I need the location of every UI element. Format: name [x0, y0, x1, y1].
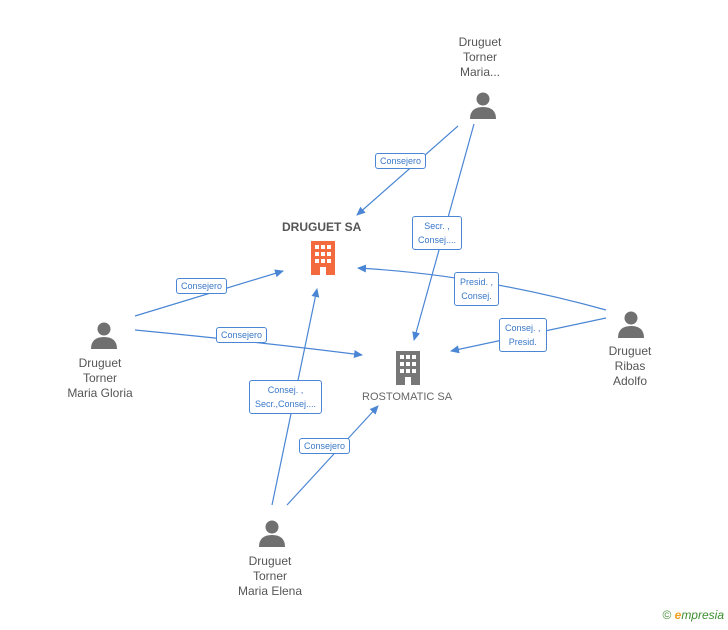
edge-label-role[interactable]: Consej. , Secr.,Consej.... — [249, 380, 323, 414]
edge-maria-top-druguet — [356, 125, 459, 216]
person-name-line: Druguet — [78, 356, 122, 370]
person-name-line: Maria Elena — [237, 584, 303, 598]
edge-label-role[interactable]: Consejero — [216, 327, 268, 343]
footer-branding: © empresia — [662, 608, 724, 622]
edge-label-role[interactable]: Presid. , Consej. — [454, 272, 500, 306]
edge-label-role[interactable]: Consejero — [299, 438, 351, 454]
role-text: Secr.,Consej.... — [255, 399, 317, 409]
role-text: Consej.... — [418, 235, 457, 245]
person-name-line: Druguet — [458, 35, 502, 49]
person-name-line: Maria Gloria — [67, 386, 133, 400]
company-label-rostomatic[interactable]: ROSTOMATIC SA — [362, 391, 453, 403]
person-name-line: Druguet — [248, 554, 292, 568]
person-icon[interactable] — [89, 320, 119, 350]
edge-label-role[interactable]: Consejero — [375, 153, 427, 169]
role-text: Consej. , — [505, 323, 541, 333]
role-text: Consejero — [181, 281, 223, 291]
role-text: Consejero — [221, 330, 263, 340]
role-text: Consejero — [304, 441, 346, 451]
person-name-line: Torner — [252, 569, 287, 583]
person-name-line: Torner — [82, 371, 117, 385]
building-icon-rostomatic[interactable] — [392, 351, 424, 385]
brand-rest: mpresia — [681, 608, 724, 622]
edge-label-role[interactable]: Consejero — [176, 278, 228, 294]
brand-initial: e — [674, 608, 682, 622]
person-label-maria-top[interactable]: Druguet Torner Maria... — [440, 35, 520, 80]
role-text: Secr. , — [424, 221, 450, 231]
edge-label-role[interactable]: Consej. , Presid. — [499, 318, 547, 352]
person-name-line: Adolfo — [612, 374, 648, 388]
person-icon[interactable] — [257, 518, 287, 548]
person-icon[interactable] — [616, 309, 646, 339]
person-label-ribas-adolfo[interactable]: Druguet Ribas Adolfo — [594, 344, 666, 389]
brand-logo: empresia — [675, 608, 724, 622]
edge-label-role[interactable]: Secr. , Consej.... — [412, 216, 463, 250]
person-name-line: Ribas — [614, 359, 646, 373]
copyright-symbol: © — [662, 608, 672, 622]
person-name-line: Druguet — [608, 344, 652, 358]
building-icon-druguet[interactable] — [307, 241, 339, 275]
company-label-druguet[interactable]: DRUGUET SA — [282, 220, 362, 234]
role-text: Consejero — [380, 156, 422, 166]
role-text: Presid. , — [460, 277, 494, 287]
role-text: Presid. — [508, 337, 537, 347]
role-text: Consej. — [461, 291, 492, 301]
person-name-line: Torner — [462, 50, 497, 64]
role-text: Consej. , — [267, 385, 304, 395]
person-label-maria-gloria[interactable]: Druguet Torner Maria Gloria — [55, 356, 145, 401]
person-label-maria-elena[interactable]: Druguet Torner Maria Elena — [225, 554, 315, 599]
person-name-line: Maria... — [459, 65, 500, 79]
person-icon[interactable] — [468, 90, 498, 120]
edge-elena-rostomatic — [286, 405, 379, 506]
